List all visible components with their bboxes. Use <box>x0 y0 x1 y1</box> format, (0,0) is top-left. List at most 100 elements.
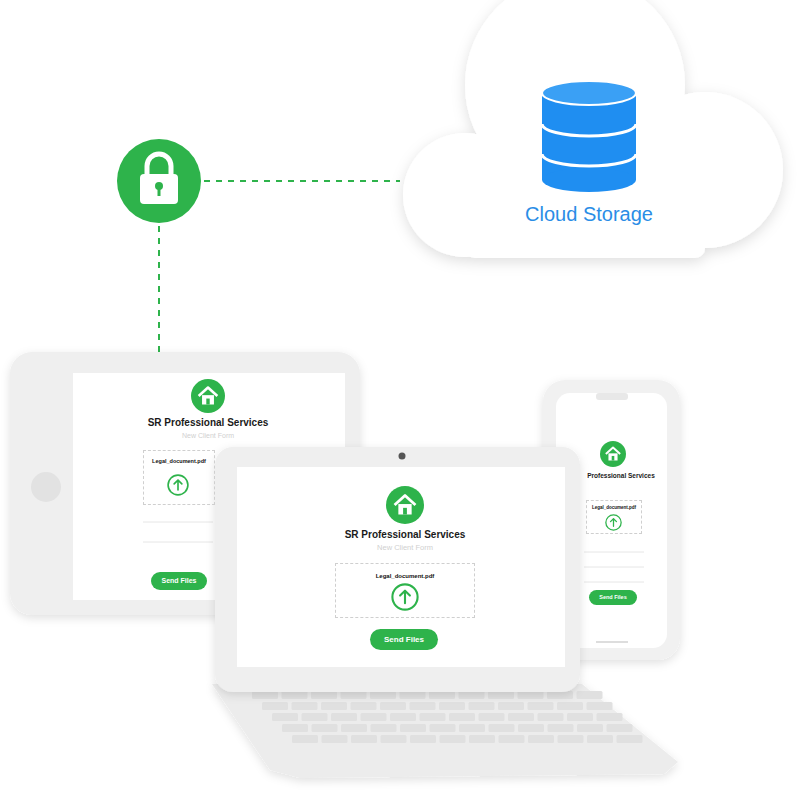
upload-dropzone: Legal_document.pdf <box>335 563 475 618</box>
keyboard-key <box>361 713 387 721</box>
keyboard-key <box>302 713 328 721</box>
keyboard-key <box>548 724 574 732</box>
keyboard-key <box>311 691 337 699</box>
keyboard-key <box>558 735 584 743</box>
keyboard-key <box>371 724 397 732</box>
laptop-lid <box>215 447 580 692</box>
keyboard-key <box>479 713 505 721</box>
keyboard-key <box>282 724 308 732</box>
lock-shackle <box>147 154 171 177</box>
keyboard-key <box>381 735 407 743</box>
form-field-line <box>584 582 644 583</box>
keyboard-key <box>459 724 485 732</box>
home-icon <box>600 441 626 467</box>
lock-badge <box>117 139 201 223</box>
file-name: Legal_document.pdf <box>376 573 435 580</box>
keyboard-key <box>508 713 534 721</box>
keyboard-key <box>410 735 436 743</box>
keyboard-key <box>351 735 377 743</box>
form-subtitle: New Client Form <box>377 544 433 553</box>
laptop-device <box>212 447 678 778</box>
keyboard-key <box>400 691 426 699</box>
form-heading: SR Professional Services <box>345 529 466 541</box>
home-icon <box>386 486 424 524</box>
keyboard-key <box>518 724 544 732</box>
cloud-shape <box>403 0 783 258</box>
send-button: Send Files <box>151 572 207 590</box>
home-icon <box>191 379 225 413</box>
lock-keyhole <box>158 188 161 196</box>
keyboard-key <box>469 735 495 743</box>
keyboard-key <box>488 691 514 699</box>
keyboard-key <box>528 702 554 710</box>
keyboard-key <box>312 724 338 732</box>
keyboard-key <box>499 735 525 743</box>
laptop-camera <box>399 453 406 460</box>
keyboard-key <box>587 735 613 743</box>
phone-form: Professional ServicesLegal_document.pdfS… <box>543 380 680 660</box>
keyboard-key <box>528 735 554 743</box>
database-icon <box>542 81 636 192</box>
keyboard-key <box>331 713 357 721</box>
keyboard-key <box>351 702 377 710</box>
laptop-screen <box>237 467 565 667</box>
upload-dropzone: Legal_document.pdf <box>586 500 642 534</box>
form-heading: SR Professional Services <box>148 417 269 429</box>
keyboard-key <box>489 724 515 732</box>
laptop-keyboard <box>252 691 643 743</box>
keyboard-key <box>390 713 416 721</box>
keyboard-key <box>577 691 603 699</box>
keyboard-key <box>538 713 564 721</box>
keyboard-key <box>518 691 544 699</box>
keyboard-key <box>321 702 347 710</box>
keyboard-key <box>469 702 495 710</box>
keyboard-key <box>380 702 406 710</box>
keyboard-key <box>420 713 446 721</box>
cloud-outline <box>400 0 790 270</box>
keyboard-key <box>440 735 466 743</box>
upload-icon <box>392 584 417 609</box>
keyboard-key <box>607 724 633 732</box>
keyboard-key <box>292 735 318 743</box>
keyboard-key <box>597 713 623 721</box>
keyboard-key <box>400 724 426 732</box>
keyboard-key <box>617 735 643 743</box>
form-field-line <box>584 552 644 553</box>
secure-link <box>159 181 400 352</box>
keyboard-key <box>498 702 524 710</box>
button-label: Send Files <box>161 577 196 585</box>
upload-icon <box>168 475 188 495</box>
form-field-line <box>143 542 213 543</box>
laptop-base <box>212 684 678 778</box>
phone-notch <box>596 393 628 400</box>
cloud-storage: Cloud Storage <box>400 0 790 270</box>
laptop-form: SR Professional ServicesNew Client FormL… <box>205 447 680 780</box>
file-name: Legal_document.pdf <box>592 505 636 510</box>
keyboard-key <box>322 735 348 743</box>
form-field-line <box>143 522 213 523</box>
form-subtitle: New Client Form <box>182 432 234 440</box>
file-name: Legal_document.pdf <box>152 458 206 464</box>
keyboard-key <box>252 691 278 699</box>
keyboard-key <box>449 713 475 721</box>
button-label: Send Files <box>599 594 627 600</box>
lock-body <box>140 174 178 204</box>
keyboard-key <box>370 691 396 699</box>
keyboard-key <box>272 713 298 721</box>
keyboard-key <box>262 702 288 710</box>
keyboard-key <box>341 724 367 732</box>
keyboard-key <box>429 691 455 699</box>
button-label: Send Files <box>384 635 424 644</box>
keyboard-key <box>341 691 367 699</box>
keyboard-key <box>459 691 485 699</box>
send-button: Send Files <box>589 590 637 605</box>
lock-circle <box>117 139 201 223</box>
keyboard-key <box>282 691 308 699</box>
keyboard-key <box>557 702 583 710</box>
tablet-home-button <box>31 472 61 502</box>
cloud-label: Cloud Storage <box>525 203 653 226</box>
keyboard-key <box>567 713 593 721</box>
keyboard-key <box>577 724 603 732</box>
